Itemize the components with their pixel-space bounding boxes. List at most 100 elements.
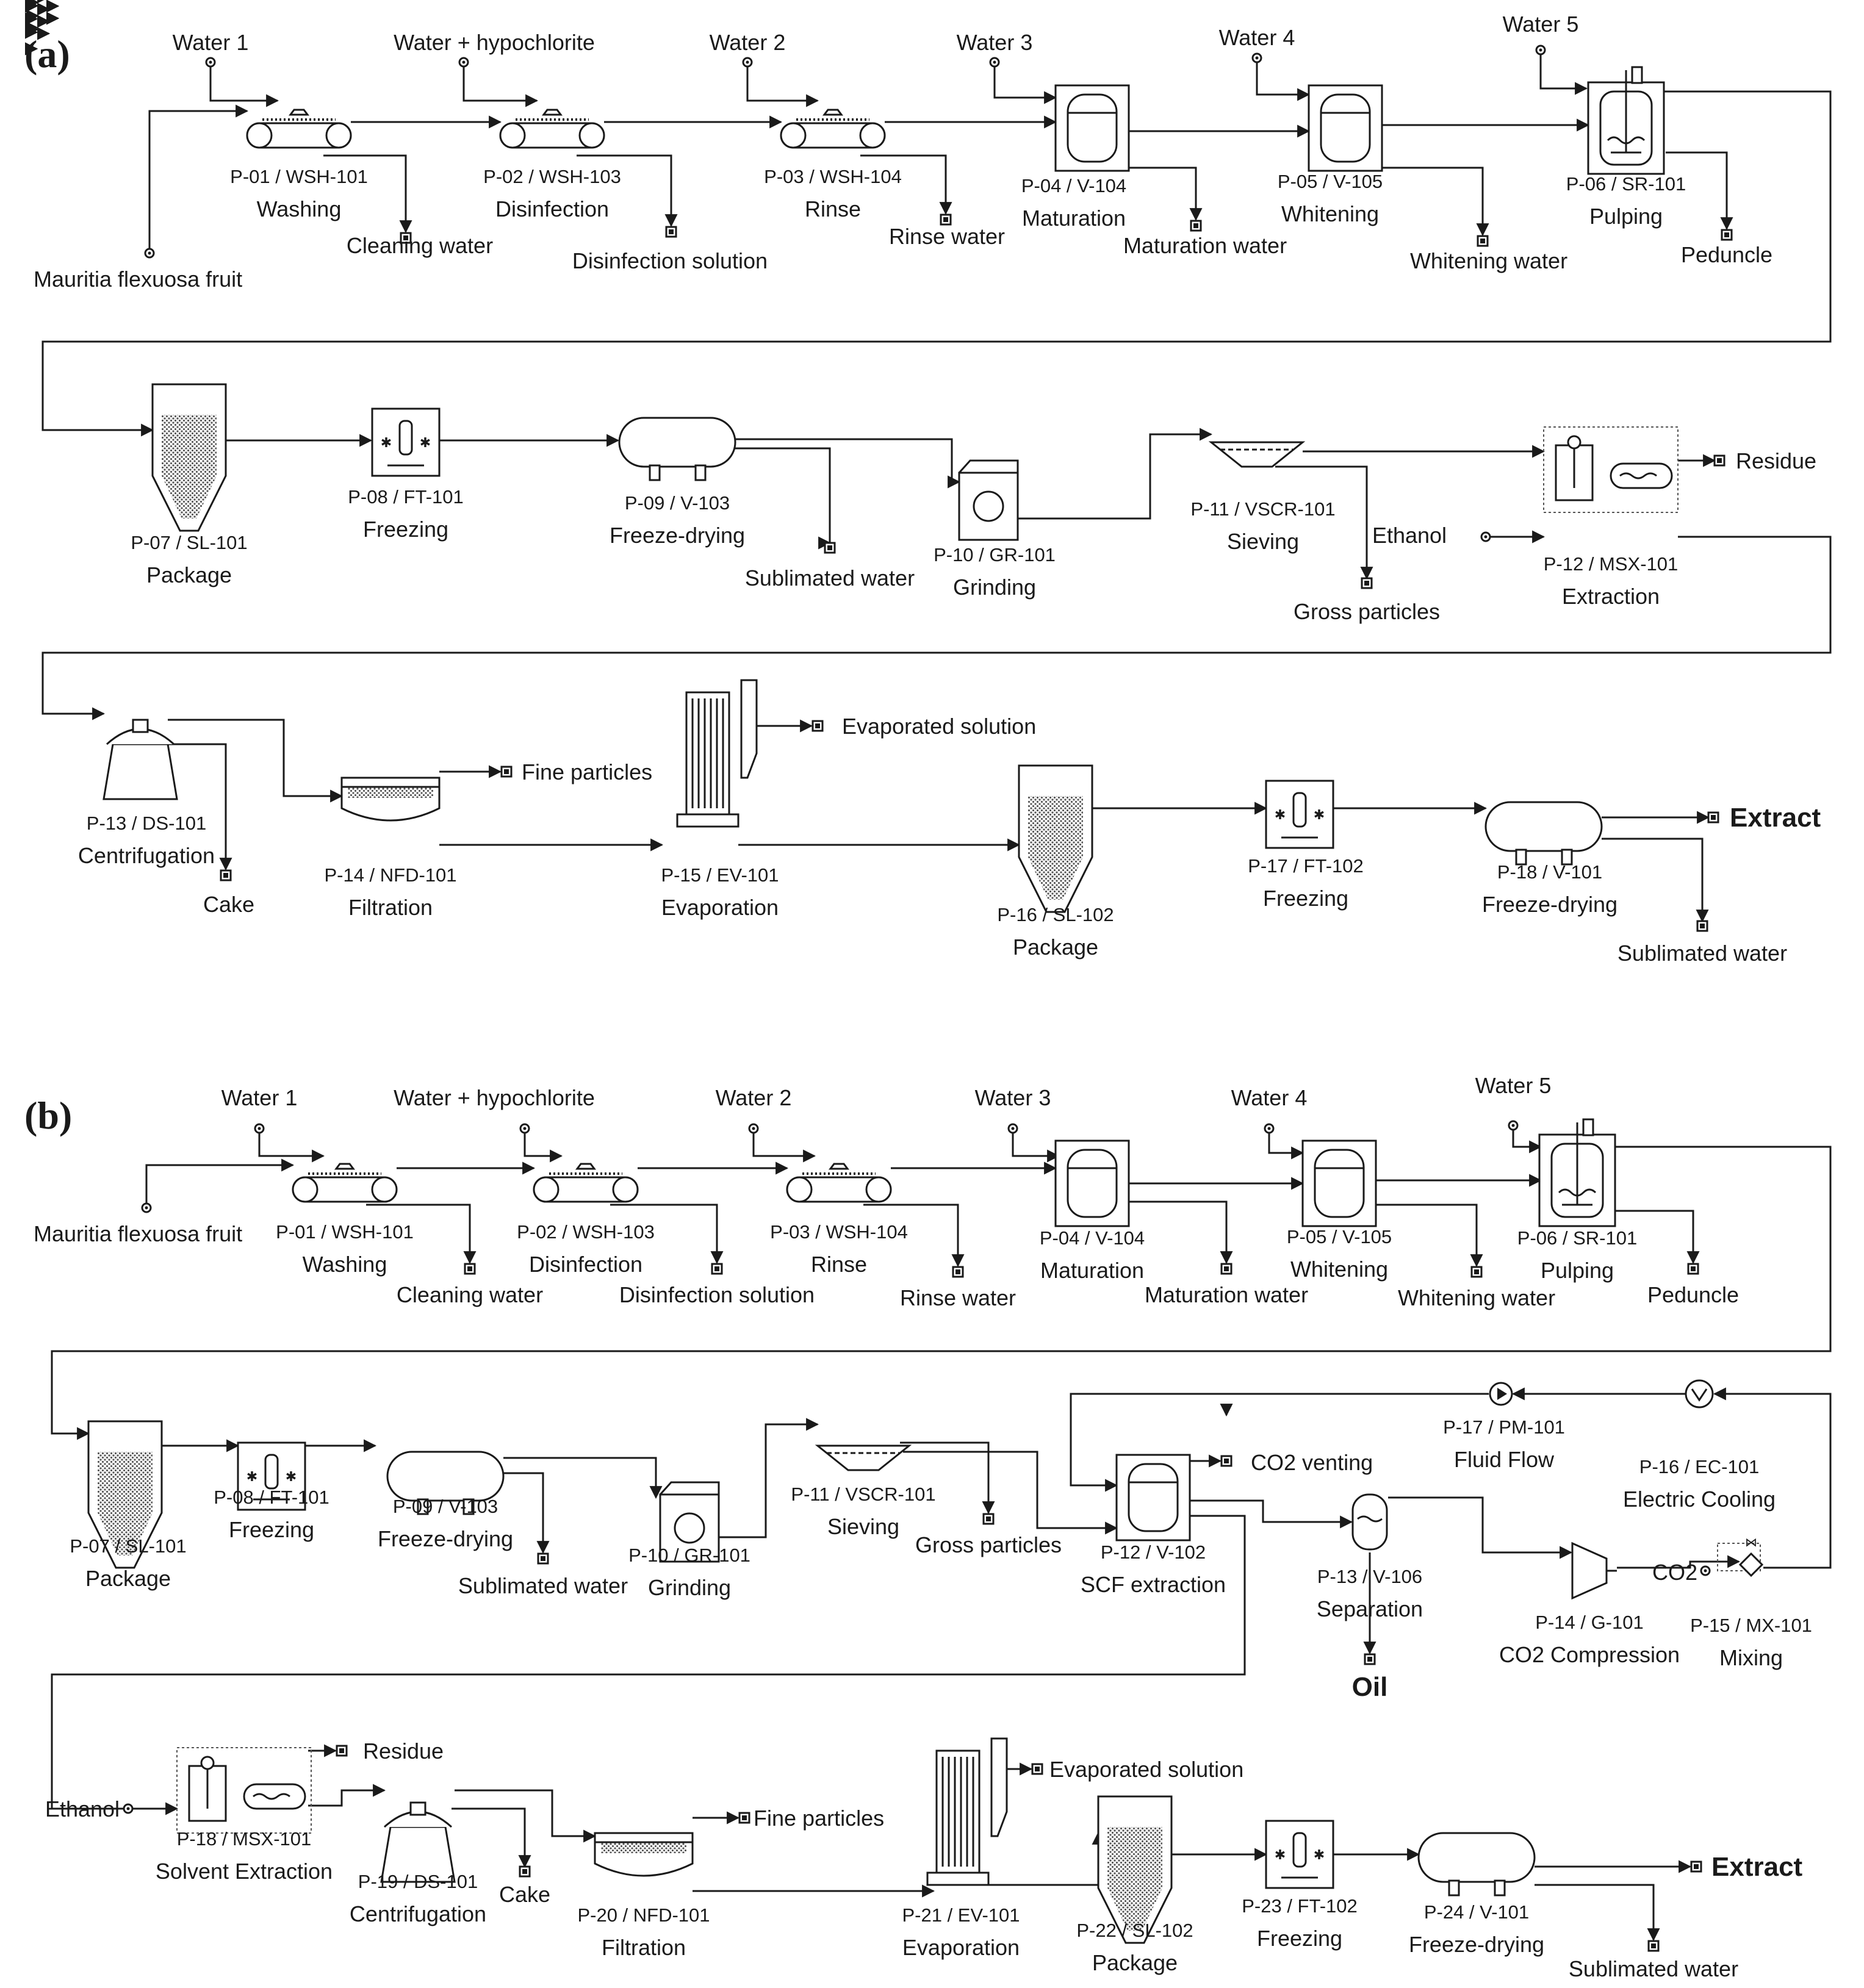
output-label: Gross particles (915, 1532, 1062, 1557)
unit-vessel-icon (1054, 84, 1130, 172)
unit-extractor-icon (176, 1747, 312, 1834)
unit-tag: P-12 / V-102 (1101, 1541, 1206, 1563)
unit-tag: P-13 / V-106 (1317, 1566, 1422, 1587)
output-label: Fine particles (522, 759, 652, 784)
unit-tag: P-22 / SL-102 (1076, 1920, 1193, 1941)
output-label: Peduncle (1647, 1282, 1739, 1307)
output-label: Maturation water (1123, 233, 1287, 258)
unit-screen-icon (1208, 441, 1306, 468)
unit-separator-icon (1351, 1493, 1388, 1551)
unit-cooler-icon (1685, 1379, 1714, 1408)
unit-name: Freeze-drying (378, 1526, 513, 1551)
unit-tag: P-16 / SL-102 (997, 904, 1114, 925)
unit-tag: P-07 / SL-101 (131, 532, 247, 553)
unit-name: Freezing (1257, 1926, 1342, 1951)
unit-name: Freezing (229, 1517, 314, 1542)
stream-line (452, 1807, 531, 1868)
unit-tag: P-08 / FT-101 (214, 1487, 329, 1508)
unit-screen-icon (815, 1444, 912, 1471)
input-label: Water 2 (710, 30, 786, 55)
unit-freezer-icon: ✱✱ (1265, 780, 1334, 849)
unit-washer-icon (533, 1163, 639, 1203)
unit-name: Package (1092, 1950, 1178, 1975)
stream-line (993, 66, 1057, 104)
input-label: Water 4 (1219, 25, 1295, 50)
input-label: CO2 (1652, 1560, 1697, 1585)
unit-tag: P-10 / GR-101 (628, 1545, 750, 1566)
output-label: Evaporated solution (842, 714, 1036, 739)
svg-text:✱: ✱ (420, 435, 431, 450)
stream-lines (41, 54, 1832, 1942)
unit-name: Freeze-drying (1482, 892, 1618, 917)
input-label: Water 4 (1231, 1085, 1308, 1110)
svg-text:✱: ✱ (1314, 807, 1325, 822)
stream-line (982, 1831, 1105, 1886)
unit-tag: P-15 / MX-101 (1690, 1615, 1812, 1636)
stream-line (165, 743, 232, 871)
unit-silo-icon (87, 1420, 163, 1569)
input-label: Water 1 (173, 30, 249, 55)
stream-line (258, 1133, 325, 1163)
output-label: Evaporated solution (1049, 1757, 1243, 1782)
output-label: Cake (203, 892, 254, 917)
stream-line (308, 1784, 386, 1807)
stream-line (1602, 838, 1709, 923)
stream-line (51, 1515, 1246, 1815)
stream-line (503, 1457, 663, 1499)
unit-tag: P-04 / V-104 (1040, 1227, 1145, 1249)
unit-name: Evaporation (661, 895, 779, 920)
panel-label: (b) (24, 1094, 72, 1137)
unit-name: Freeze-drying (1409, 1932, 1544, 1957)
unit-tag: P-06 / SR-101 (1566, 173, 1686, 195)
unit-evaporator-icon (926, 1737, 1008, 1886)
unit-tag: P-01 / WSH-101 (230, 166, 368, 187)
unit-name: CO2 Compression (1499, 1642, 1680, 1667)
unit-silo-icon (1018, 764, 1093, 913)
output-label: Rinse water (889, 224, 1005, 249)
unit-tag: P-09 / V-103 (393, 1496, 498, 1517)
output-label: Cake (499, 1882, 550, 1907)
output-label: Residue (1736, 448, 1816, 473)
feed-label: Mauritia flexuosa fruit (34, 267, 242, 292)
unit-name: Grinding (648, 1575, 731, 1600)
stream-line (323, 154, 412, 234)
input-label: Water 2 (716, 1085, 792, 1110)
output-label: Peduncle (1681, 242, 1772, 267)
unit-tag: P-01 / WSH-101 (276, 1221, 414, 1243)
unit-name: Filtration (602, 1935, 686, 1960)
stream-line (145, 1158, 295, 1204)
stream-line (746, 66, 819, 107)
stream-line (735, 447, 837, 545)
unit-name: Maturation (1040, 1258, 1144, 1283)
unit-name: Washing (303, 1252, 387, 1277)
output-label: Residue (363, 1739, 444, 1764)
stream-line (41, 536, 1832, 720)
output-label: Sublimated water (458, 1573, 628, 1598)
stream-line (51, 1146, 1832, 1440)
svg-text:⋈: ⋈ (1745, 1536, 1757, 1549)
unit-tag: P-06 / SR-101 (1517, 1227, 1637, 1249)
unit-name: Sieving (1227, 529, 1299, 554)
output-label: Cleaning water (397, 1282, 543, 1307)
unit-tag: P-08 / FT-101 (348, 486, 464, 508)
unit-name: Maturation (1022, 206, 1126, 231)
unit-washer-icon (786, 1163, 892, 1203)
stream-line (1666, 151, 1733, 231)
unit-compressor-icon (1571, 1541, 1617, 1600)
unit-name: Fluid Flow (1454, 1447, 1555, 1472)
unit-name: Whitening (1281, 201, 1379, 226)
unit-name: Disinfection (529, 1252, 642, 1277)
svg-text:✱: ✱ (246, 1469, 257, 1484)
input-label: Water + hypochlorite (394, 30, 595, 55)
output-label: Maturation water (1145, 1282, 1308, 1307)
unit-tag: P-17 / PM-101 (1443, 1416, 1565, 1438)
stream-line (1018, 428, 1213, 520)
stream-line (863, 1204, 965, 1268)
stream-line (1388, 1496, 1573, 1559)
stream-line (719, 1418, 819, 1538)
unit-name: Filtration (348, 895, 433, 920)
svg-text:✱: ✱ (381, 435, 392, 450)
stream-line (524, 1133, 563, 1163)
stream-line (41, 90, 1832, 437)
unit-name: Package (146, 562, 232, 587)
